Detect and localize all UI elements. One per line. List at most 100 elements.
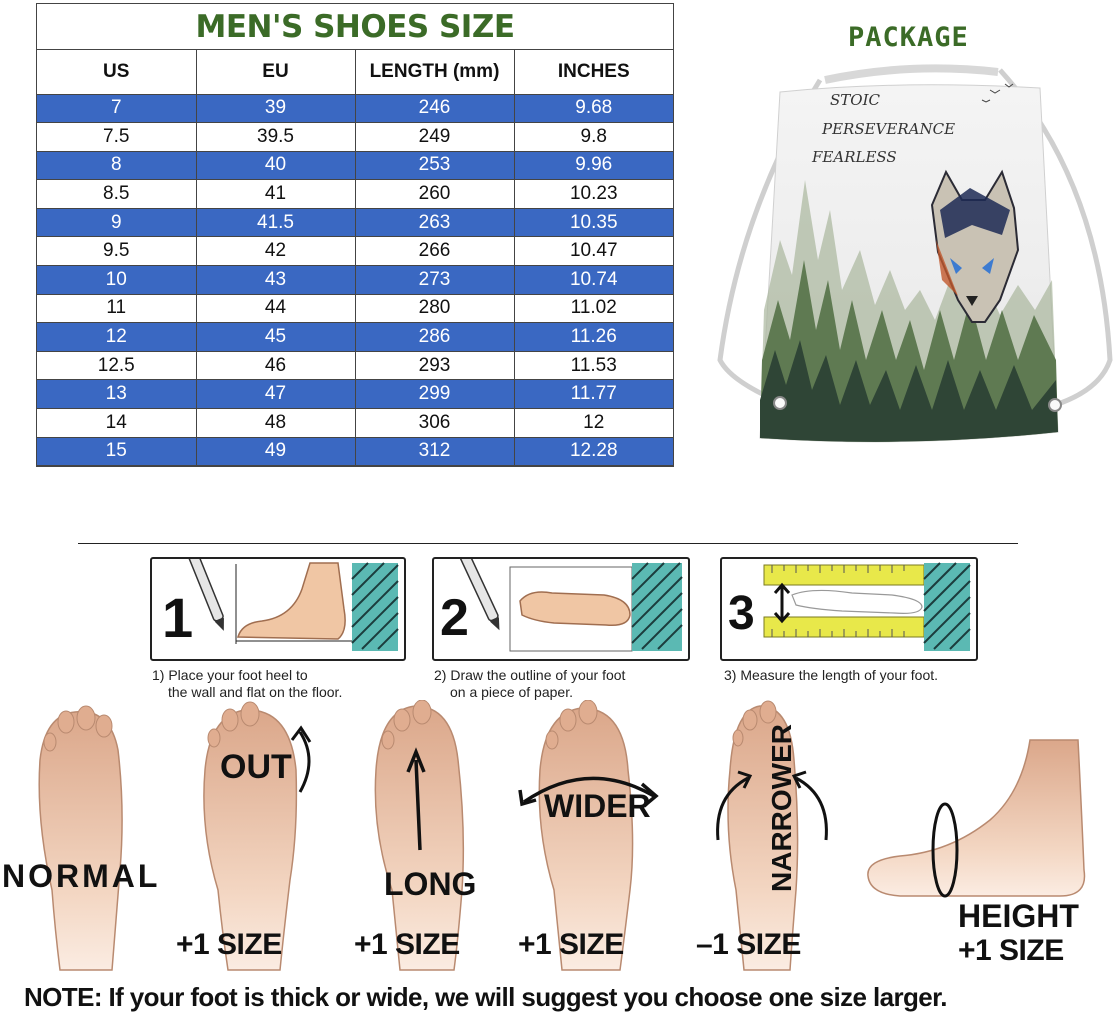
- size-chart: MEN'S SHOES SIZE US EU LENGTH (mm) INCHE…: [36, 3, 674, 468]
- table-cell-inches: 11.26: [514, 322, 673, 352]
- section-divider: [78, 543, 1018, 544]
- table-cell-length: 246: [355, 94, 515, 124]
- bag-word-perseverance: PERSEVERANCE: [821, 120, 955, 138]
- foot-label-normal: NORMAL: [2, 858, 161, 894]
- size-label-narrower: –1 SIZE: [696, 928, 801, 961]
- step-1-number: 1: [162, 586, 193, 649]
- table-cell-inches: 11.77: [514, 379, 673, 410]
- table-cell-length: 249: [355, 122, 515, 152]
- bag-word-fearless: FEARLESS: [811, 148, 897, 166]
- foot-label-wider: WIDER: [544, 788, 651, 824]
- table-cell-length: 306: [355, 408, 515, 438]
- step-1-caption: 1) Place your foot heel to the wall and …: [152, 667, 342, 701]
- column-header-us: US: [37, 50, 197, 95]
- step-3-caption: 3) Measure the length of your foot.: [724, 667, 938, 684]
- table-cell-length: 253: [355, 151, 515, 181]
- table-cell-length: 299: [355, 379, 515, 410]
- step-1-caption-line-1: 1) Place your foot heel to: [152, 667, 308, 683]
- table-cell-eu: 46: [196, 351, 356, 381]
- table-cell-length: 263: [355, 208, 515, 238]
- foot-long: [374, 700, 465, 971]
- step-1-caption-line-2: the wall and flat on the floor.: [168, 684, 343, 700]
- table-cell-eu: 43: [196, 265, 356, 295]
- table-cell-us: 12: [37, 322, 197, 352]
- table-cell-us: 11: [37, 294, 197, 324]
- step-2-caption: 2) Draw the outline of your foot on a pi…: [434, 667, 625, 701]
- measure-step-1: 1: [150, 557, 406, 661]
- foot-label-narrower: NARROWER: [766, 724, 797, 892]
- step-1-illustration: 1: [162, 559, 399, 651]
- step-3-caption-line-1: 3) Measure the length of your foot.: [724, 667, 939, 683]
- column-header-length: LENGTH (mm): [355, 50, 515, 95]
- table-cell-us: 9: [37, 208, 197, 238]
- table-cell-length: 312: [355, 437, 515, 467]
- table-cell-inches: 12: [514, 408, 673, 438]
- foot-narrower: [716, 700, 828, 971]
- table-cell-eu: 40: [196, 151, 356, 181]
- table-cell-us: 10: [37, 265, 197, 295]
- table-cell-eu: 41: [196, 179, 356, 209]
- table-cell-us: 9.5: [37, 236, 197, 267]
- table-cell-inches: 12.28: [514, 437, 673, 467]
- step-3-number: 3: [728, 587, 755, 640]
- table-cell-inches: 9.96: [514, 151, 673, 181]
- foot-normal: [38, 705, 123, 971]
- table-cell-inches: 10.35: [514, 208, 673, 238]
- step-2-illustration: 2: [440, 559, 683, 652]
- column-header-inches: INCHES: [514, 50, 673, 95]
- table-cell-eu: 45: [196, 322, 356, 352]
- note-text: NOTE: If your foot is thick or wide, we …: [24, 982, 947, 1012]
- table-cell-eu: 49: [196, 437, 356, 467]
- size-label-wider: +1 SIZE: [518, 928, 624, 961]
- table-cell-us: 8: [37, 151, 197, 181]
- table-cell-length: 273: [355, 265, 515, 295]
- table-cell-us: 8.5: [37, 179, 197, 209]
- foot-label-height: HEIGHT: [958, 898, 1079, 934]
- table-cell-inches: 10.74: [514, 265, 673, 295]
- size-label-long: +1 SIZE: [354, 928, 460, 961]
- table-cell-eu: 39: [196, 94, 356, 124]
- table-cell-inches: 10.47: [514, 236, 673, 267]
- measure-step-2: 2: [432, 557, 690, 661]
- foot-height: [867, 739, 1086, 898]
- pen-icon: [456, 559, 500, 631]
- measure-step-3: 3: [720, 557, 978, 661]
- step-2-caption-line-2: on a piece of paper.: [450, 684, 573, 700]
- table-cell-inches: 9.8: [514, 122, 673, 152]
- table-cell-eu: 39.5: [196, 122, 356, 152]
- size-chart-title: MEN'S SHOES SIZE: [37, 4, 673, 50]
- size-label-out: +1 SIZE: [176, 928, 282, 961]
- table-cell-length: 260: [355, 179, 515, 209]
- table-cell-us: 15: [37, 437, 197, 467]
- table-cell-inches: 11.02: [514, 294, 673, 324]
- step-2-caption-line-1: 2) Draw the outline of your foot: [434, 667, 626, 683]
- foot-wider: [518, 700, 659, 971]
- package-label: PACKAGE: [848, 22, 969, 53]
- size-label-height: +1 SIZE: [958, 934, 1064, 967]
- table-cell-length: 293: [355, 351, 515, 381]
- bag-word-stoic: STOIC: [830, 91, 881, 109]
- foot-label-long: LONG: [384, 866, 477, 902]
- table-cell-length: 280: [355, 294, 515, 324]
- drawstring-bag-image: STOIC PERSEVERANCE FEARLESS: [717, 64, 1113, 443]
- table-cell-length: 266: [355, 236, 515, 267]
- foot-out: [203, 701, 312, 971]
- table-cell-eu: 41.5: [196, 208, 356, 238]
- table-cell-inches: 11.53: [514, 351, 673, 381]
- table-cell-us: 13: [37, 379, 197, 410]
- foot-label-out: OUT: [220, 748, 292, 786]
- table-cell-us: 14: [37, 408, 197, 438]
